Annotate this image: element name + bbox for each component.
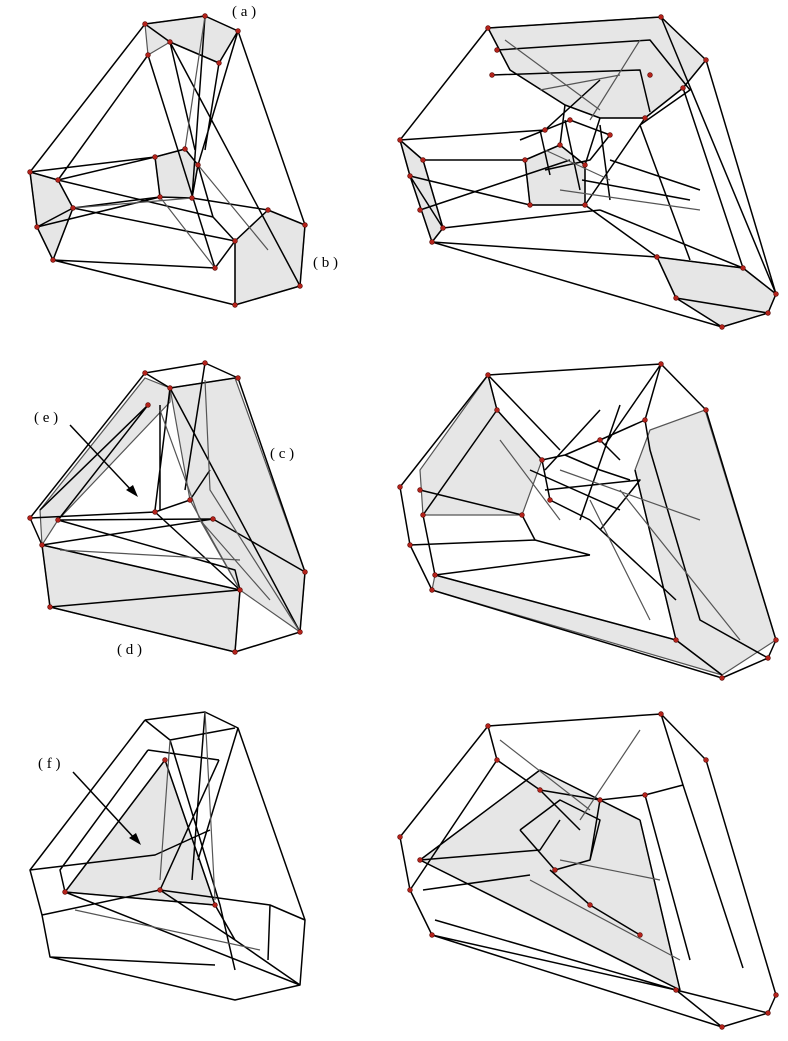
label-f: ( f ) — [38, 756, 61, 772]
outer-edges — [399, 713, 777, 1028]
panel-r2-right — [397, 361, 779, 681]
vertex-markers — [397, 711, 779, 1030]
inner-edges — [74, 711, 261, 951]
arrow-e-head — [126, 485, 138, 497]
inner-edges — [72, 15, 269, 269]
vertex-markers — [397, 361, 779, 681]
label-e: ( e ) — [34, 410, 58, 426]
label-c: ( c ) — [270, 446, 294, 462]
vertex-markers — [27, 360, 308, 655]
vertex-markers — [27, 13, 308, 308]
top-box-face — [487, 16, 707, 119]
panel-r1-right — [397, 14, 779, 330]
inner-edges — [504, 39, 701, 211]
label-b: ( b ) — [313, 255, 338, 271]
label-a: ( a ) — [232, 4, 256, 20]
arrow-f-shaft — [72, 771, 137, 841]
inner-edges — [499, 439, 741, 641]
left-box-face — [398, 138, 444, 244]
right-box-face — [234, 209, 306, 306]
inner-edges — [59, 379, 301, 633]
panel-r1-left: ( a ) ( b ) — [27, 4, 338, 308]
vertex-markers — [62, 757, 218, 908]
left-box-face — [29, 171, 74, 262]
arrow-f-head — [129, 833, 141, 845]
panel-r3-right — [397, 711, 779, 1030]
outer-edges — [29, 711, 306, 1001]
arrow-e-shaft — [69, 424, 134, 493]
panel-r3-left: ( f ) — [29, 711, 306, 1001]
panel-r2-left: ( e ) ( c ) ( d ) — [27, 360, 308, 658]
label-d: ( d ) — [117, 642, 142, 658]
vertex-markers — [397, 14, 779, 330]
inner-edges — [499, 729, 681, 961]
